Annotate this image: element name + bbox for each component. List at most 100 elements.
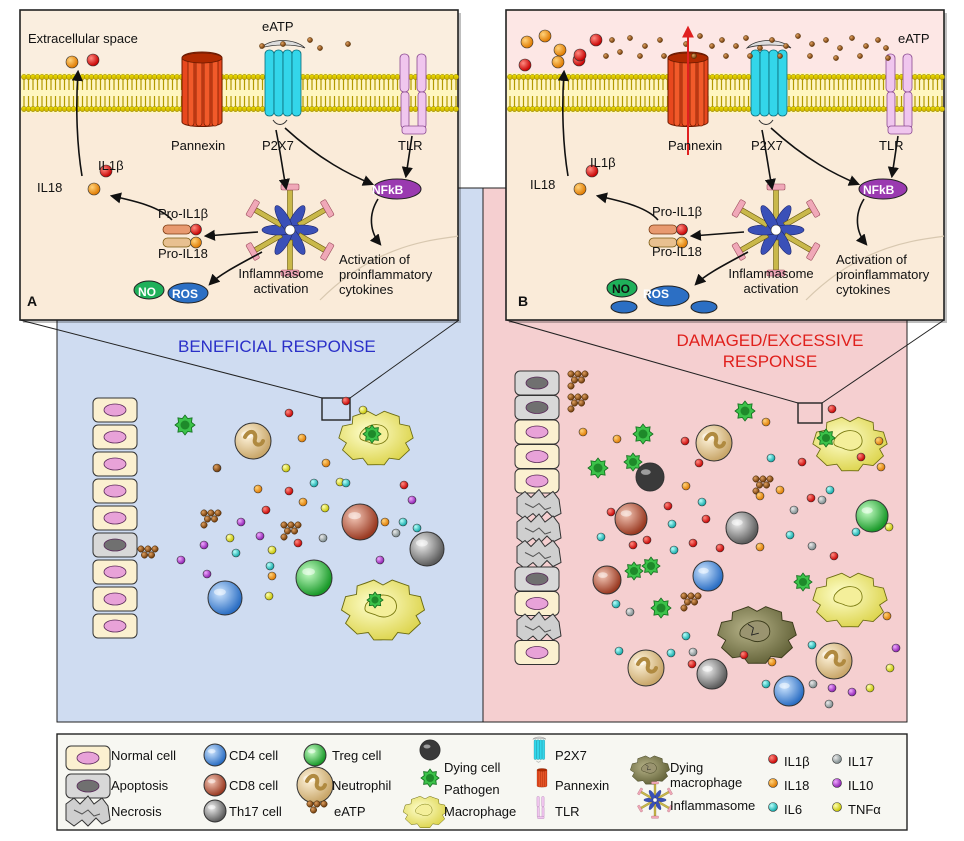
p2x7-receptor xyxy=(259,40,306,125)
cytokine-dot xyxy=(825,485,835,495)
normal-cell xyxy=(514,419,560,445)
nfkb-to-cytokines xyxy=(369,198,382,246)
cytokine-dot xyxy=(688,647,698,657)
eatp-cluster xyxy=(680,592,702,612)
processing-arrow xyxy=(595,192,659,221)
legend-normal-cell: Normal cell xyxy=(111,748,177,763)
legend-pannexin: Pannexin xyxy=(555,778,610,793)
pathogen xyxy=(362,424,382,444)
cytokine-dot xyxy=(318,533,328,543)
cytokine-dot xyxy=(606,507,616,517)
eatp-dot xyxy=(849,35,855,41)
inflammasome-complex xyxy=(637,781,673,819)
macrophage xyxy=(402,795,448,829)
p2x7-receptor xyxy=(532,736,547,763)
eatp-dot xyxy=(657,37,663,43)
cytokine-dot xyxy=(827,404,837,414)
cytokine-dot xyxy=(807,640,817,650)
pathogen xyxy=(420,768,440,788)
ros-small xyxy=(610,300,638,314)
normal-cell xyxy=(65,745,111,771)
pro-il18-label-a: Pro-IL18 xyxy=(158,246,208,261)
cytokine-dot xyxy=(538,29,552,43)
eatp-dot xyxy=(609,37,615,43)
cytokine-dot xyxy=(281,463,291,473)
normal-cell xyxy=(92,397,138,423)
eatp-dot xyxy=(280,41,286,47)
no-label-b: NO xyxy=(612,282,630,296)
cytokine-dot xyxy=(297,433,307,443)
cytokine-dot xyxy=(766,453,776,463)
inflammasome-label-a: Inflammasome activation xyxy=(238,266,324,296)
pro-il1b xyxy=(162,224,192,235)
il18-released xyxy=(551,55,565,69)
pathogen xyxy=(366,591,384,609)
legend-apoptosis: Apoptosis xyxy=(111,778,169,793)
cytokine-dot xyxy=(697,497,707,507)
cytokine-dot xyxy=(255,531,265,541)
neutrophil xyxy=(627,649,665,687)
cytokine-dot xyxy=(293,538,303,548)
cytokine-dot xyxy=(309,478,319,488)
cytokine-dot xyxy=(176,555,186,565)
no-label-a: NO xyxy=(138,285,156,299)
legend-p2x7: P2X7 xyxy=(555,748,587,763)
eatp-dot xyxy=(617,49,623,55)
eatp-dot xyxy=(723,53,729,59)
cd8-cell xyxy=(592,565,622,595)
normal-cell xyxy=(92,505,138,531)
eatp-dot xyxy=(807,53,813,59)
tlr-to-nfkb xyxy=(887,135,899,179)
cd4-cell xyxy=(207,580,243,616)
legend-dying-cell: Dying cell xyxy=(444,760,501,775)
legend-il10: IL10 xyxy=(848,778,874,793)
cytokine-dot xyxy=(807,541,817,551)
cytokine-dot xyxy=(341,396,351,406)
neutrophil xyxy=(815,642,853,680)
legend-macrophage: Macrophage xyxy=(444,804,517,819)
pathogen xyxy=(641,556,661,576)
cytokine-dot xyxy=(298,497,308,507)
eatp-dot xyxy=(809,41,815,47)
legend-il6: IL6 xyxy=(784,802,803,817)
cytokine-dot xyxy=(767,657,777,667)
legend-il18: IL18 xyxy=(784,778,810,793)
p2x7-label-a: P2X7 xyxy=(262,138,294,153)
cytokine-dot xyxy=(375,555,385,565)
eatp-dot xyxy=(757,45,763,51)
legend-th17-icon xyxy=(203,799,227,823)
normal-cell xyxy=(92,613,138,639)
cytokine-dot xyxy=(225,533,235,543)
apoptotic-cell xyxy=(65,773,111,799)
cytokine-dot xyxy=(874,436,884,446)
pathogen xyxy=(587,457,609,479)
cytokine-dot xyxy=(628,540,638,550)
eatp-dot xyxy=(637,53,643,59)
cytokine-dot xyxy=(341,478,351,488)
cytokine-dot xyxy=(284,408,294,418)
legend-eatp: eATP xyxy=(334,804,366,819)
nfkb-label-a: NFkB xyxy=(372,183,404,197)
legend-cd4: CD4 cell xyxy=(229,748,279,763)
il1b-dot xyxy=(99,164,113,178)
legend-treg-icon xyxy=(303,743,327,767)
normal-cell xyxy=(92,451,138,477)
cytokine-dot xyxy=(625,607,635,617)
il18-dot xyxy=(87,182,101,196)
eatp-dot xyxy=(733,43,739,49)
legend-treg: Treg cell xyxy=(332,748,382,763)
eatp-dot xyxy=(883,45,889,51)
eatp-dot xyxy=(837,45,843,51)
cytokine-dot xyxy=(761,417,771,427)
cytokine-dot xyxy=(755,542,765,552)
cytokine-dot xyxy=(265,561,275,571)
eatp-dot xyxy=(875,37,881,43)
cytokine-dot xyxy=(666,648,676,658)
legend-il17: IL17 xyxy=(848,754,874,769)
legend-cytokine-dot xyxy=(768,778,778,788)
activation-label-b: Activation of proinflammatory cytokines xyxy=(836,252,930,297)
treg-cell xyxy=(855,499,889,533)
normal-cell xyxy=(514,444,560,469)
pathogen xyxy=(650,597,672,619)
